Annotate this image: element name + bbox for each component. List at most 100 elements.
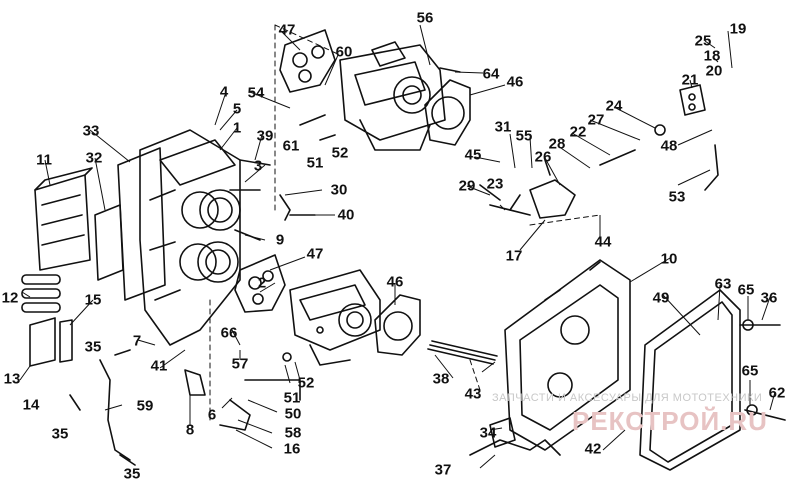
callout-36: 36 bbox=[760, 289, 778, 307]
callout-45: 45 bbox=[464, 146, 482, 164]
callout-34: 34 bbox=[479, 424, 497, 442]
callout-15: 15 bbox=[84, 291, 102, 309]
upper-gasket-47 bbox=[279, 29, 336, 93]
callout-28: 28 bbox=[548, 135, 566, 153]
callout-35-b: 35 bbox=[51, 425, 69, 443]
callout-33: 33 bbox=[82, 122, 100, 140]
callout-54: 54 bbox=[247, 84, 265, 102]
callout-29: 29 bbox=[458, 177, 476, 195]
callout-21: 21 bbox=[681, 71, 699, 89]
callout-17: 17 bbox=[505, 247, 523, 265]
callout-20: 20 bbox=[705, 62, 723, 80]
callout-35-c: 35 bbox=[123, 465, 141, 483]
callout-64: 64 bbox=[482, 65, 500, 83]
callout-31: 31 bbox=[494, 118, 512, 136]
reed-stop bbox=[29, 317, 56, 367]
linkage-37 bbox=[469, 439, 561, 456]
callout-3: 3 bbox=[253, 157, 263, 175]
callout-2: 2 bbox=[257, 274, 267, 292]
callout-18: 18 bbox=[703, 47, 721, 65]
callout-42: 42 bbox=[584, 440, 602, 458]
callout-57: 57 bbox=[231, 355, 249, 373]
callout-6: 6 bbox=[207, 406, 217, 424]
callout-1: 1 bbox=[232, 119, 242, 137]
callout-16: 16 bbox=[283, 440, 301, 458]
callout-51-a: 51 bbox=[306, 154, 324, 172]
reed-plate bbox=[59, 319, 73, 363]
callout-58: 58 bbox=[284, 424, 302, 442]
callout-11: 11 bbox=[36, 151, 52, 169]
intake-manifold bbox=[139, 129, 241, 346]
callout-13: 13 bbox=[3, 370, 21, 388]
callout-22: 22 bbox=[569, 123, 587, 141]
gasket-33 bbox=[117, 147, 166, 301]
lower-flange-46 bbox=[374, 294, 421, 356]
callout-48: 48 bbox=[660, 137, 678, 155]
callout-53: 53 bbox=[668, 188, 686, 206]
callout-66: 66 bbox=[220, 324, 238, 342]
callout-35-a: 35 bbox=[84, 338, 102, 356]
callout-50: 50 bbox=[284, 405, 302, 423]
watermark-site: РЕКСТРОЙ.RU bbox=[572, 406, 768, 436]
reed-petals bbox=[21, 274, 61, 313]
callout-61: 61 bbox=[282, 137, 300, 155]
callout-39: 39 bbox=[256, 127, 274, 145]
callout-26: 26 bbox=[534, 148, 552, 166]
callout-65-a: 65 bbox=[737, 281, 755, 299]
callout-59: 59 bbox=[136, 397, 154, 415]
callout-10: 10 bbox=[660, 250, 678, 268]
callout-52-a: 52 bbox=[331, 144, 349, 162]
callout-32: 32 bbox=[85, 149, 103, 167]
callout-24: 24 bbox=[605, 97, 623, 115]
upper-carburetor bbox=[339, 41, 446, 151]
upper-flange-46 bbox=[424, 79, 471, 146]
solenoid-21 bbox=[679, 84, 706, 116]
callout-37: 37 bbox=[434, 461, 452, 479]
callout-25: 25 bbox=[694, 32, 712, 50]
callout-41: 41 bbox=[150, 357, 168, 375]
callout-44: 44 bbox=[594, 233, 612, 251]
callout-4: 4 bbox=[219, 83, 229, 101]
callout-55: 55 bbox=[515, 127, 533, 145]
air-silencer-base bbox=[504, 259, 631, 451]
rod-38 bbox=[429, 344, 496, 361]
callout-46-a: 46 bbox=[506, 73, 524, 91]
hose-48-53 bbox=[704, 144, 719, 191]
callout-40: 40 bbox=[337, 206, 355, 224]
gasket-32 bbox=[94, 204, 124, 281]
callout-49: 49 bbox=[652, 289, 670, 307]
callout-51-b: 51 bbox=[283, 389, 301, 407]
callout-27: 27 bbox=[587, 111, 605, 129]
lower-gasket-47 bbox=[234, 254, 286, 313]
bracket-34 bbox=[489, 417, 516, 448]
callout-30: 30 bbox=[330, 181, 348, 199]
callout-14: 14 bbox=[22, 396, 40, 414]
callout-38: 38 bbox=[432, 370, 450, 388]
callout-56: 56 bbox=[416, 9, 434, 27]
callout-63: 63 bbox=[714, 275, 732, 293]
callout-60: 60 bbox=[335, 43, 353, 61]
callout-9: 9 bbox=[275, 231, 285, 249]
callout-65-b: 65 bbox=[741, 362, 759, 380]
watermark-tagline: ЗАПЧАСТИ И АКСЕСУАРЫ ДЛЯ МОТОТЕХНИКИ bbox=[492, 392, 763, 404]
callout-47-b: 47 bbox=[306, 245, 324, 263]
callout-19: 19 bbox=[729, 20, 747, 38]
reed-block bbox=[34, 167, 93, 271]
callout-62: 62 bbox=[768, 384, 786, 402]
callout-23: 23 bbox=[486, 175, 504, 193]
callout-12: 12 bbox=[1, 289, 19, 307]
air-silencer-cover bbox=[639, 289, 741, 471]
callout-47-a: 47 bbox=[278, 21, 296, 39]
link-rod-22-28 bbox=[599, 149, 636, 166]
callout-5: 5 bbox=[232, 100, 242, 118]
callout-8: 8 bbox=[185, 421, 195, 439]
bracket-17 bbox=[529, 179, 576, 219]
lower-carburetor bbox=[289, 269, 381, 366]
callout-52-b: 52 bbox=[297, 374, 315, 392]
hose-35 bbox=[99, 359, 131, 461]
callout-7: 7 bbox=[132, 332, 142, 350]
callout-46-b: 46 bbox=[386, 273, 404, 291]
callout-43: 43 bbox=[464, 385, 482, 403]
